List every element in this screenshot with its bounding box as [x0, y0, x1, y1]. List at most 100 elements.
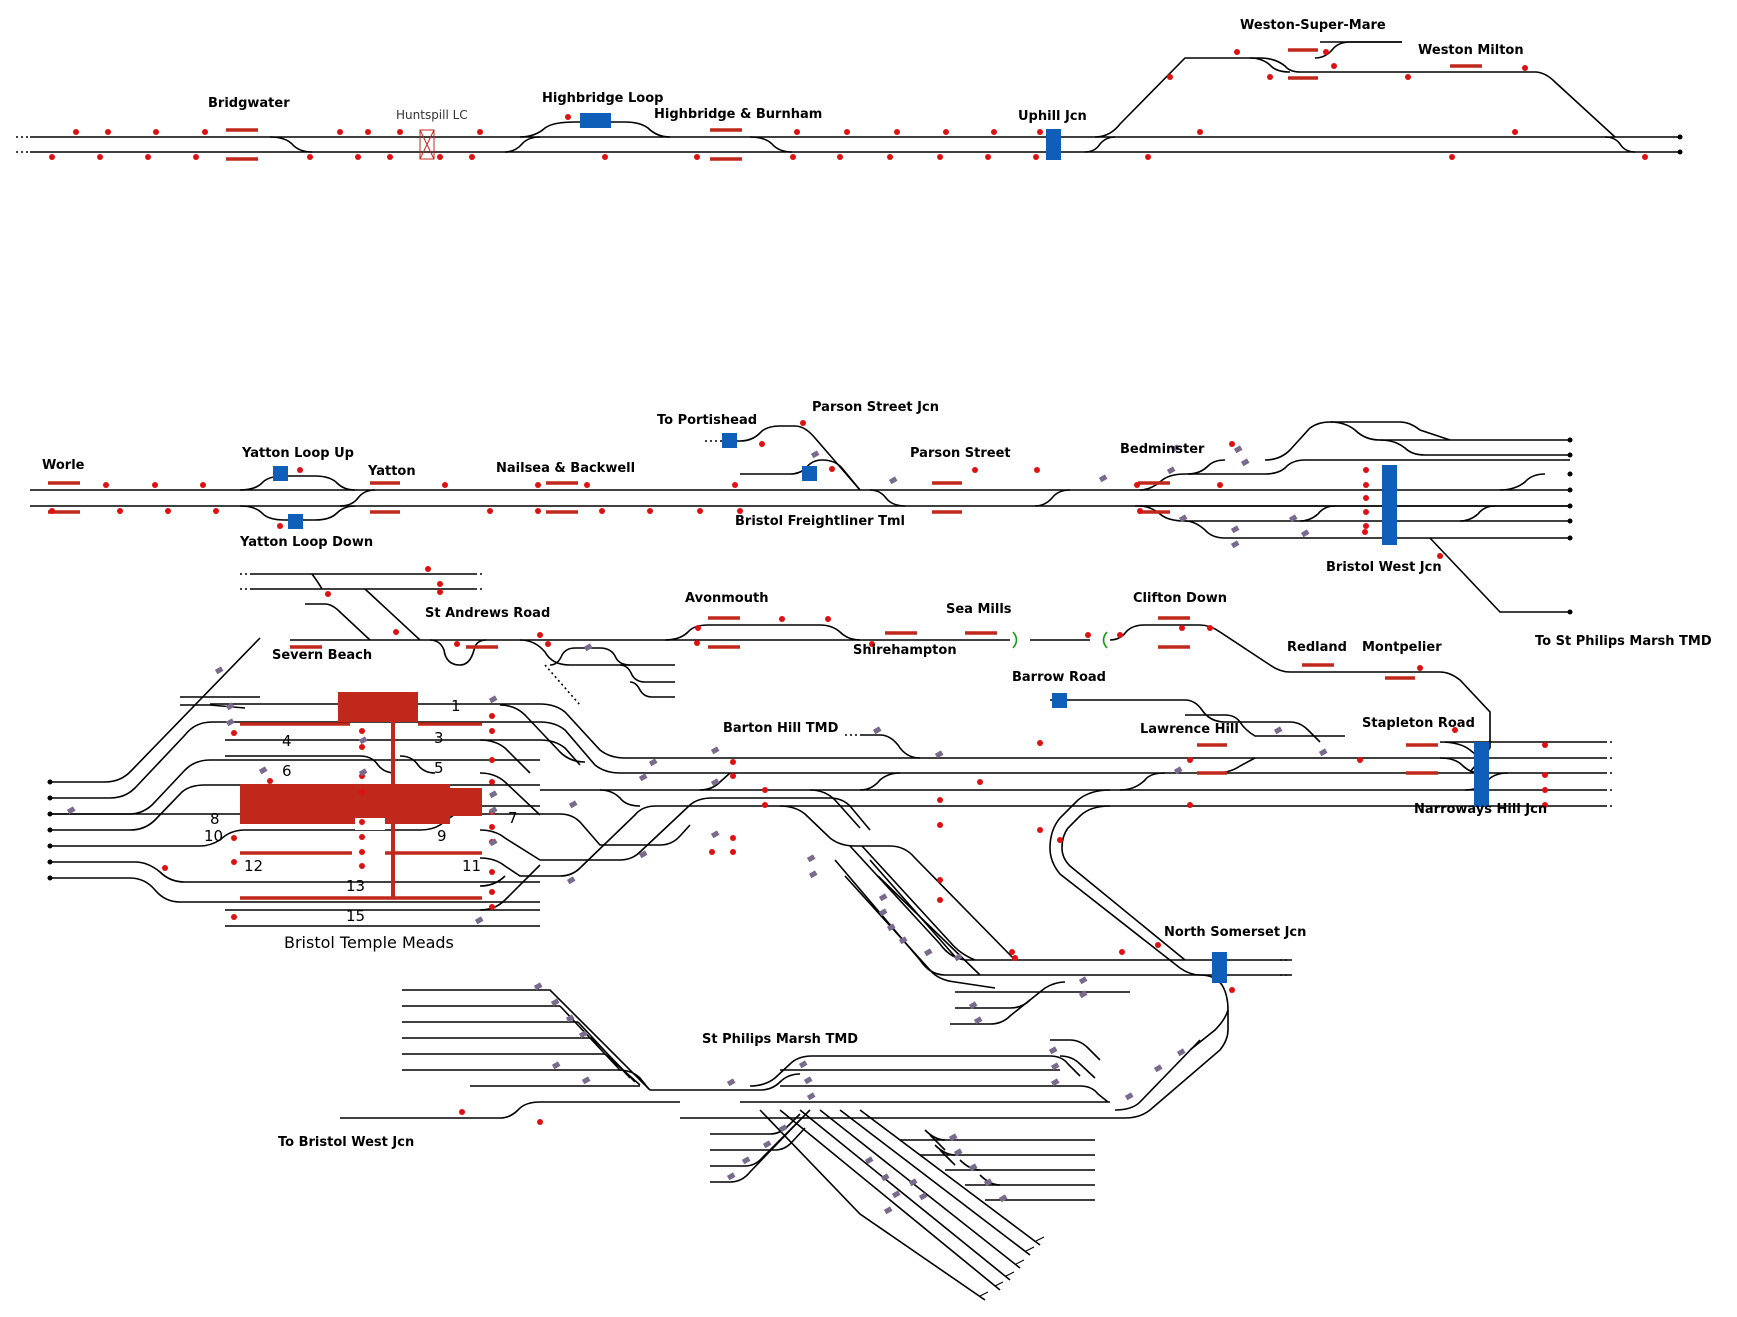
platform-block-1	[338, 692, 418, 722]
label-barton-hill-tmd: Barton Hill TMD	[723, 721, 839, 736]
signals-upper	[49, 49, 1648, 160]
platform-number: 10	[204, 827, 223, 845]
label-huntspill-lc: Huntspill LC	[396, 108, 468, 122]
platform-gap	[355, 818, 385, 830]
block-marker-portishead	[722, 433, 737, 448]
label-north-somerset-jcn: North Somerset Jcn	[1164, 925, 1306, 940]
bwj-crossover-c	[1499, 473, 1546, 491]
nsj-spur-2	[1114, 1039, 1201, 1111]
label-parson-street: Parson Street	[910, 446, 1011, 461]
platform-number: 11	[462, 857, 481, 875]
platform-block-main	[240, 784, 450, 824]
avonmouth-siding-3	[629, 681, 675, 698]
label-weston-milton: Weston Milton	[1418, 43, 1524, 58]
platform-number: 9	[437, 827, 447, 845]
signals-st-philips	[459, 1109, 543, 1125]
bundle-stops	[979, 1236, 1045, 1297]
block-marker-highbridge-loop	[580, 113, 611, 128]
temple-meads-section	[47, 637, 1615, 1119]
east-link-7	[479, 864, 541, 911]
line-ends-left	[47, 779, 53, 881]
sidings-left	[340, 989, 801, 1119]
label-nailsea-backwell: Nailsea & Backwell	[496, 461, 635, 476]
label-st-andrews-road: St Andrews Road	[425, 606, 550, 621]
block-marker-uphill-jcn	[1046, 129, 1061, 160]
block-marker-narroways	[1474, 742, 1489, 807]
nsj-loop-a	[1049, 789, 1181, 969]
east-crossover-1	[1119, 772, 1166, 791]
freightliner-spur	[740, 459, 861, 491]
bwj-line-2	[1187, 459, 1226, 475]
east-link-2	[479, 739, 531, 774]
line-continuation	[16, 136, 30, 153]
platform-line-5-link	[399, 755, 436, 774]
depot-fan-south	[710, 1109, 1095, 1301]
block-marker-yatton-up	[273, 466, 288, 481]
line-end	[1677, 149, 1683, 155]
label-worle: Worle	[42, 458, 85, 473]
label-uphill-jcn: Uphill Jcn	[1018, 109, 1087, 124]
label-yatton-loop-up: Yatton Loop Up	[241, 446, 354, 461]
shunt-signal	[583, 643, 593, 652]
barton-hill-link	[859, 772, 901, 791]
weston-crossover	[1249, 57, 1291, 73]
platform-line-4	[225, 739, 581, 766]
crossover	[1604, 136, 1636, 153]
east-link-5	[479, 805, 700, 877]
weston-loop-track	[1094, 57, 1616, 138]
crossover	[269, 136, 313, 153]
level-crossing	[419, 129, 435, 160]
east-link-8	[479, 875, 506, 887]
label-clifton-down: Clifton Down	[1133, 591, 1227, 606]
label-parson-street-jcn: Parson Street Jcn	[812, 400, 939, 415]
block-marker-freightliner	[802, 466, 817, 481]
avonmouth-siding	[519, 639, 675, 666]
diagonal-bundle-east	[834, 845, 1130, 1025]
parson-crossover	[869, 489, 906, 507]
east-link-10	[599, 789, 641, 807]
signals-severn	[325, 566, 1423, 671]
to-st-philips-marsh-line	[1429, 537, 1570, 613]
platform-line-1	[210, 703, 1605, 759]
label-st-philips-marsh-tmd: St Philips Marsh TMD	[702, 1032, 858, 1047]
east-link-9	[540, 772, 731, 791]
east-continuation	[1605, 741, 1615, 807]
siding-stub-b	[180, 704, 246, 709]
avonmouth-siding-2	[619, 664, 675, 683]
label-bridgwater: Bridgwater	[208, 96, 290, 111]
lawrence-hill-siding	[1185, 714, 1345, 737]
line-ends-right	[1567, 437, 1573, 615]
bwj-high-3	[1379, 439, 1570, 456]
east-main-top	[1439, 741, 1605, 759]
label-stapleton-road: Stapleton Road	[1362, 716, 1475, 731]
label-barrow-road: Barrow Road	[1012, 670, 1106, 685]
block-marker-barrow-road	[1052, 693, 1067, 708]
approach-line-d	[50, 784, 540, 831]
platform-number: 7	[508, 809, 518, 827]
label-montpelier: Montpelier	[1362, 640, 1442, 655]
severn-link-a	[364, 588, 421, 641]
label-bristol-west-jcn: Bristol West Jcn	[1326, 560, 1442, 575]
label-narroways-hill-jcn: Narroways Hill Jcn	[1414, 802, 1547, 817]
label-to-st-philips-marsh-tmd: To St Philips Marsh TMD	[1535, 634, 1712, 649]
avonmouth-link	[549, 647, 631, 666]
platform-line-6	[225, 755, 396, 774]
bwj-low-2	[1184, 520, 1570, 539]
label-lawrence-hill: Lawrence Hill	[1140, 722, 1239, 737]
label-highbridge-burnham: Highbridge & Burnham	[654, 107, 822, 122]
barrow-road-siding	[1050, 699, 1321, 743]
buffer-green-right	[1102, 631, 1108, 649]
label-highbridge-loop: Highbridge Loop	[542, 91, 663, 106]
nsj-spur	[1189, 1009, 1229, 1051]
st-philips-marsh-section	[340, 982, 1134, 1301]
bwj-crossover-a	[1299, 505, 1336, 522]
crossover	[1084, 136, 1116, 153]
shunt-signals-temple-meads	[66, 666, 1328, 1073]
label-to-portishead: To Portishead	[657, 413, 757, 428]
upper-section	[16, 41, 1683, 161]
depot-tracks	[740, 1039, 1110, 1103]
platform-number: 1	[451, 697, 461, 715]
platform-block-7	[450, 788, 482, 816]
platform-numbers: 1 3 4 5 6 7 8 9 10 11 12 13 15	[204, 697, 518, 925]
